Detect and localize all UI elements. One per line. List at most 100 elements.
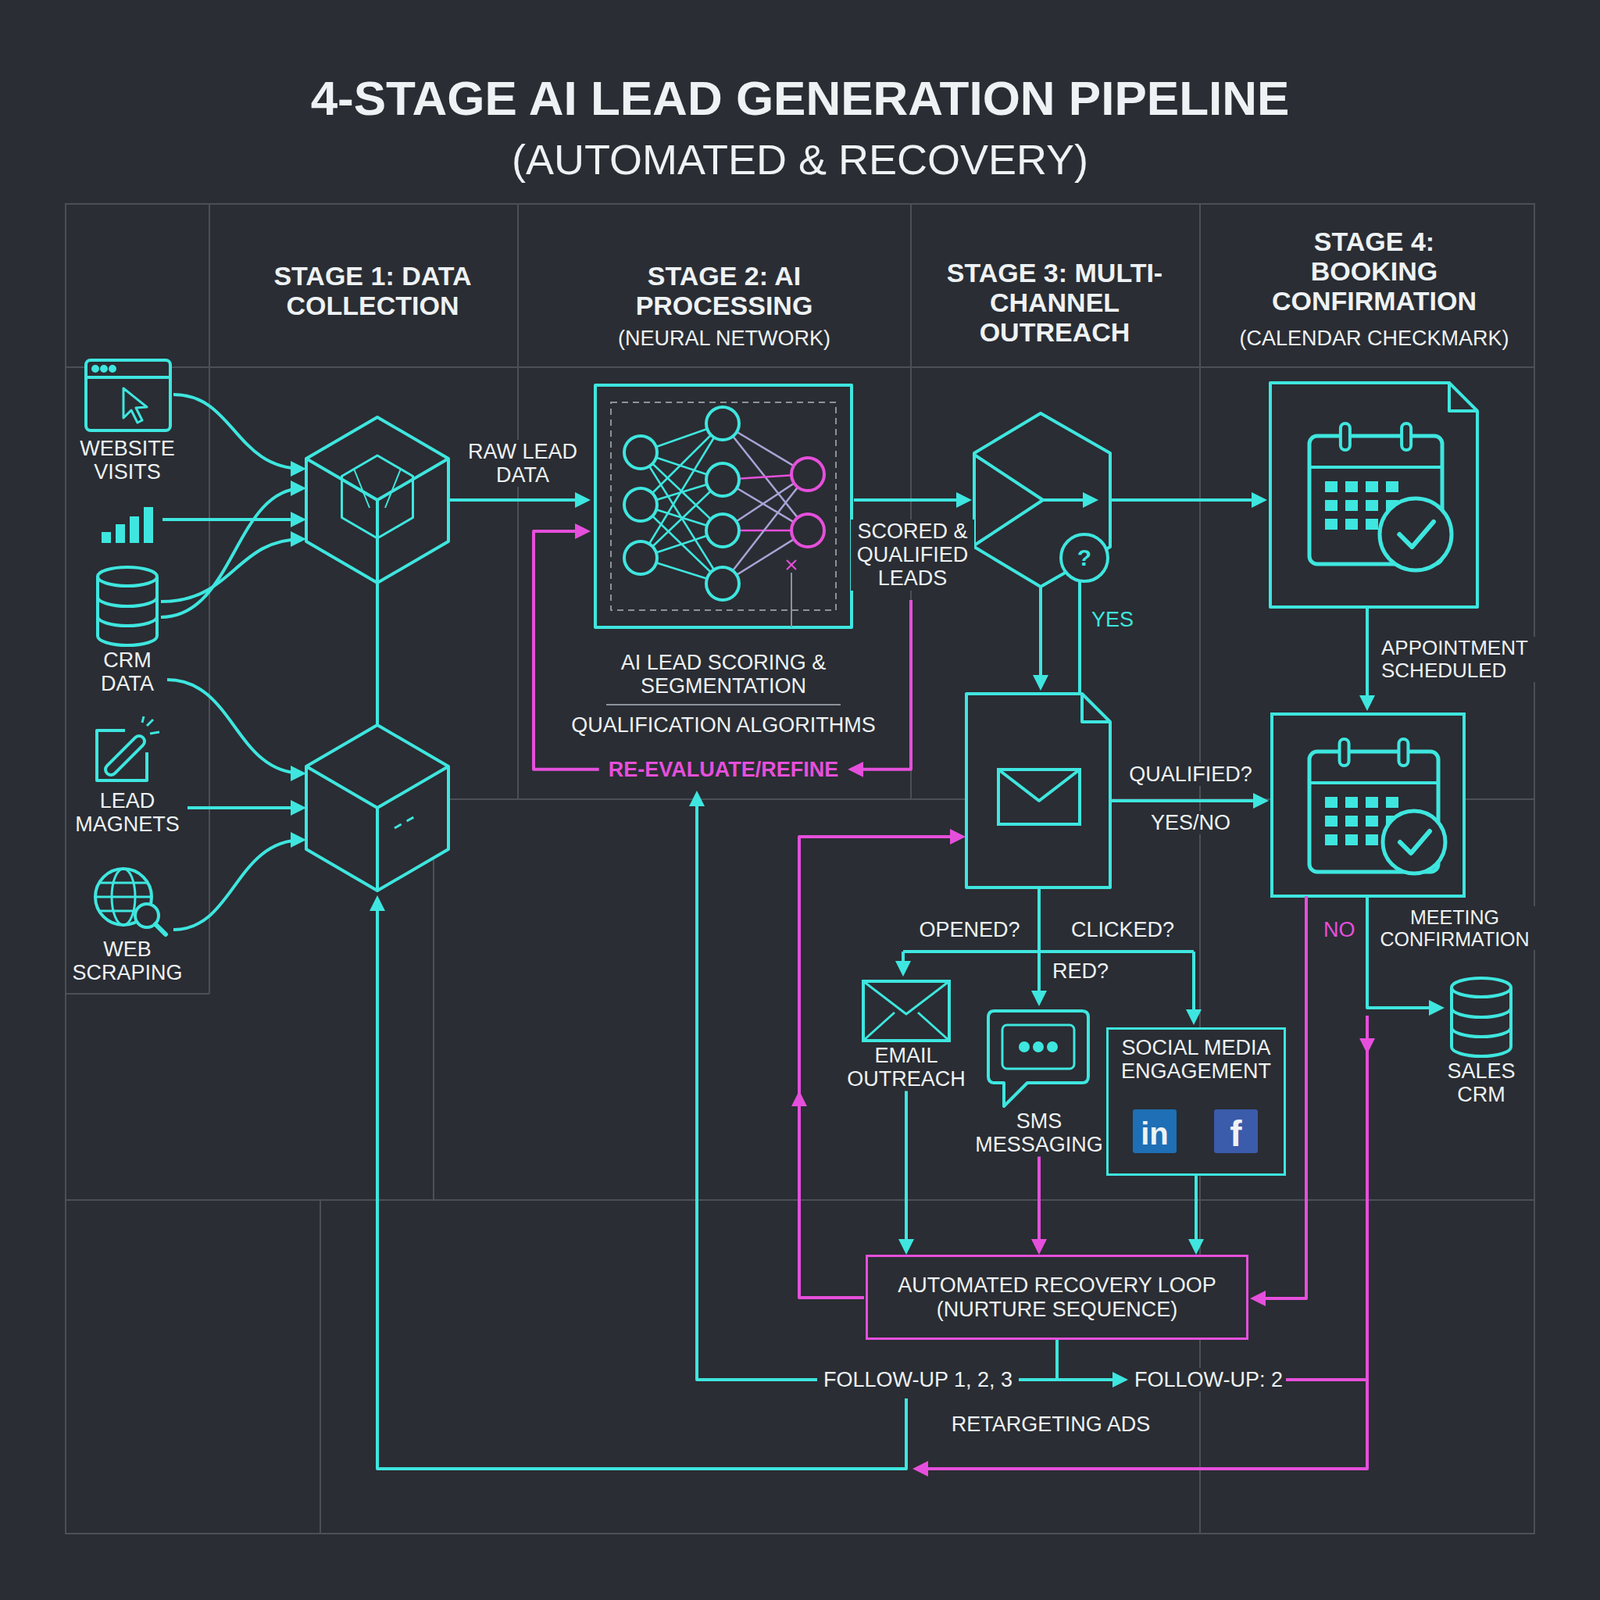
icon	[60, 714, 194, 790]
calendar-day	[1345, 815, 1358, 827]
grid-line	[319, 1200, 322, 1534]
calendar-day	[1345, 796, 1358, 808]
grid-frame	[65, 203, 1535, 1534]
source-icon: LEAD MAGNETS	[60, 714, 194, 836]
source-wire	[160, 539, 304, 602]
appointment-arrow	[1365, 607, 1369, 708]
raw-data-arrow	[449, 498, 588, 502]
calendar-header	[1309, 781, 1439, 785]
bar-chart-bar	[115, 524, 125, 543]
scored-arrow	[853, 498, 969, 502]
stage-heading: (NEURAL NETWORK)	[614, 326, 834, 350]
network-frame	[610, 402, 836, 611]
booking-arrow	[1110, 498, 1265, 502]
confirmation-box	[1271, 714, 1465, 897]
connector	[904, 1090, 908, 1252]
calendar-day	[1345, 481, 1358, 493]
logo-text: f	[1229, 1114, 1242, 1155]
neuron	[706, 407, 740, 440]
branch-arrow	[1192, 951, 1196, 1022]
source-wire	[173, 394, 304, 469]
inner-facet	[353, 468, 401, 508]
node-label: SMS MESSAGING	[972, 1109, 1106, 1157]
magnet-outer	[110, 741, 140, 770]
edge-label: FOLLOW-UP 1, 2, 3	[817, 1366, 1019, 1394]
connector	[1194, 1175, 1198, 1252]
grid-line	[65, 992, 210, 995]
social-box: SOCIAL MEDIA ENGAGEMENT	[1106, 1027, 1286, 1176]
node-label: WEBSITE VISITS	[60, 436, 194, 484]
source-wire	[173, 839, 304, 930]
cube-outline	[306, 725, 449, 891]
return-arrowhead	[1365, 1015, 1369, 1051]
icon	[559, 383, 888, 629]
flow-illustration	[101, 382, 1478, 1469]
flow-label: OPENED?	[915, 917, 1023, 942]
bubble-dot	[1034, 1042, 1043, 1051]
calendar-header	[1309, 465, 1443, 469]
flow-label: SCORED & QUALIFIED LEADS	[850, 519, 975, 591]
icon	[843, 978, 969, 1044]
router-arrow	[1042, 498, 1096, 502]
outreach-hexagon	[974, 413, 1111, 587]
node-label: WEB SCRAPING	[60, 937, 194, 985]
loop-label: RE-EVALUATE/REFINE	[608, 757, 840, 782]
icon	[76, 564, 179, 649]
envelope-icon	[998, 769, 1080, 825]
calendar-day	[1325, 815, 1338, 827]
node-label: CRM DATA	[76, 648, 179, 696]
calendar-ring	[1339, 739, 1350, 766]
database-band	[1451, 1007, 1511, 1018]
calendar-day	[1385, 481, 1399, 493]
stage-heading: STAGE 3: MULTI-CHANNEL OUTREACH	[934, 257, 1175, 347]
check-circle	[1382, 810, 1446, 874]
calendar-day	[1385, 796, 1399, 808]
calendar-document	[1270, 382, 1478, 608]
pruned-mark	[786, 560, 797, 570]
leader-line	[790, 572, 793, 628]
grid-line	[208, 203, 211, 994]
browser-dot	[92, 366, 98, 372]
envelope-flap	[863, 981, 950, 1041]
calendar-ring	[1340, 423, 1350, 450]
bubble-inner	[1002, 1025, 1075, 1069]
document-fold	[1082, 693, 1111, 722]
node-caption: QUALIFICATION ALGORITHMS	[559, 713, 888, 737]
node-label: SALES CRM	[1434, 1059, 1529, 1107]
neuron	[624, 541, 658, 575]
calendar-day	[1345, 500, 1358, 511]
calendar-icon	[1309, 423, 1452, 571]
recovery-box: AUTOMATED RECOVERY LOOP (NURTURE SEQUENC…	[865, 1254, 1249, 1340]
loop-arrowhead	[797, 1093, 801, 1133]
calendar-day	[1325, 481, 1338, 493]
channel-icon: SMS MESSAGING	[972, 1007, 1106, 1157]
magnifier-handle	[155, 924, 166, 935]
envelope-icon	[863, 981, 950, 1041]
speech-bubble	[988, 1010, 1089, 1107]
flow-label: ?	[1077, 544, 1092, 572]
database-band	[1451, 1027, 1511, 1037]
bar-chart-bar	[101, 532, 111, 543]
icon	[60, 859, 194, 938]
crm-icon: SALES CRM	[1434, 975, 1529, 1107]
browser-window	[85, 360, 171, 431]
source-icon: CRM DATA	[76, 564, 179, 696]
magnet-frame	[96, 730, 147, 781]
flow-label: QUALIFIED?	[1125, 762, 1256, 786]
branch-arrow	[1037, 951, 1041, 1004]
database-band	[97, 616, 158, 626]
router-lines	[974, 454, 1043, 546]
neuron	[706, 514, 740, 547]
source-icon: WEB SCRAPING	[60, 859, 194, 985]
qualified-arrow	[1110, 799, 1266, 803]
check-circle	[1379, 498, 1452, 571]
database-top	[1451, 978, 1511, 997]
cube-link	[375, 582, 379, 725]
data-cube	[306, 417, 449, 583]
recovery-return	[915, 1015, 1368, 1469]
bar-chart-bar	[129, 516, 140, 543]
output-neuron	[791, 457, 825, 491]
bubble-dot	[1020, 1042, 1029, 1051]
node-label: EMAIL OUTREACH	[843, 1043, 969, 1091]
title: 4-STAGE AI LEAD GENERATION PIPELINE	[310, 71, 1290, 125]
